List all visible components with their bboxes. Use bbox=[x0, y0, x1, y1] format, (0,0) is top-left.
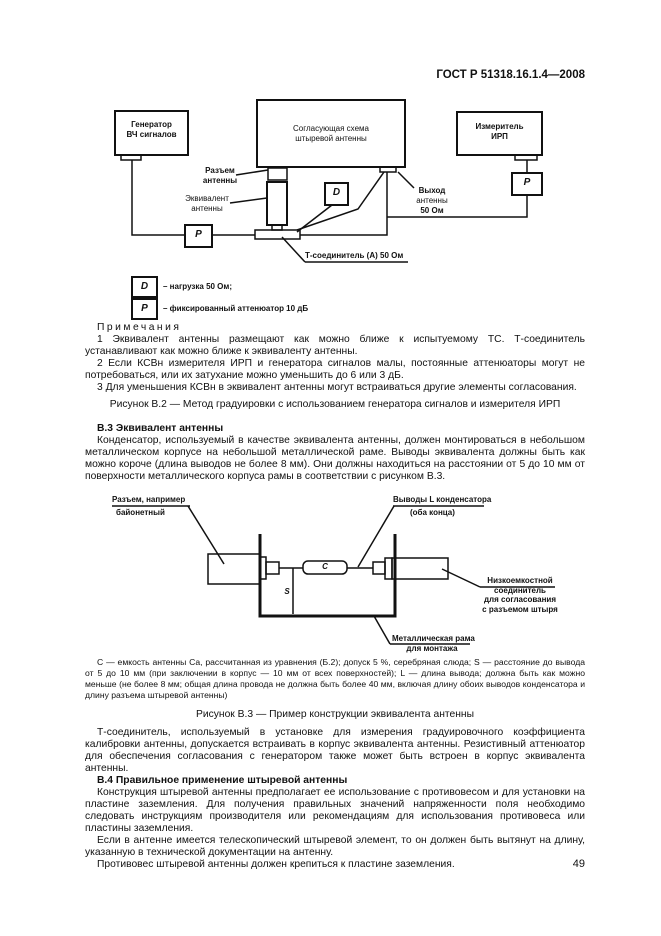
section-b4-paragraph-2: Если в антенне имеется телескопический ш… bbox=[85, 835, 585, 858]
generator-box bbox=[114, 110, 189, 156]
figure-b3-diagram bbox=[112, 505, 555, 645]
figure-b3-caption: Рисунок В.3 — Пример конструкции эквивал… bbox=[195, 709, 475, 720]
leads-label-2: (оба конца) bbox=[410, 508, 455, 517]
meter-box bbox=[456, 111, 543, 156]
attenuator-left bbox=[184, 224, 213, 248]
legend-p-text: – фиксированный аттенюатор 10 дБ bbox=[163, 304, 309, 313]
legend-p-box bbox=[131, 298, 158, 320]
c-symbol: C bbox=[322, 562, 328, 571]
antenna-connector bbox=[267, 167, 288, 181]
notes-title: Примечания bbox=[97, 322, 182, 333]
bnc-connector bbox=[207, 553, 261, 585]
d-symbol: D bbox=[332, 187, 341, 198]
figure-b3: Разъем, например байонетный Выводы L кон… bbox=[85, 491, 585, 657]
section-b4-paragraph-1: Конструкция штыревой антенны предполагае… bbox=[85, 787, 585, 834]
section-b4-heading: В.4 Правильное применение штыревой антен… bbox=[97, 775, 348, 786]
load-d bbox=[324, 182, 349, 206]
note-1: 1 Эквивалент антенны размещают как можно… bbox=[85, 334, 585, 357]
antenna-equivalent bbox=[266, 181, 288, 226]
low-cap-connector bbox=[391, 557, 449, 580]
p-symbol: P bbox=[523, 177, 531, 188]
note-2: 2 Если КСВн измерителя ИРП и генератора … bbox=[85, 358, 585, 381]
page-number: 49 bbox=[572, 858, 585, 870]
t-connector bbox=[254, 229, 301, 240]
section-b3-paragraph: Конденсатор, используемый в качестве экв… bbox=[85, 435, 585, 482]
connector-label-2: байонетный bbox=[116, 508, 165, 517]
metal-frame bbox=[258, 534, 397, 618]
legend-d-box bbox=[131, 276, 158, 298]
note-3: 3 Для уменьшения КСВн в эквивалент антен… bbox=[97, 382, 577, 393]
section-b3-heading: В.3 Эквивалент антенны bbox=[97, 423, 224, 434]
matching-circuit-box bbox=[256, 99, 406, 168]
tee-label: Т-соединитель (А) 50 Ом bbox=[305, 251, 404, 260]
p-symbol: P bbox=[195, 229, 202, 240]
text-column: Примечания 1 Эквивалент антенны размещаю… bbox=[85, 322, 585, 871]
figure-b2-caption: Рисунок В.2 — Метод градуировки с исполь… bbox=[109, 399, 561, 410]
after-b3-paragraph: Т-соединитель, используемый в установке … bbox=[85, 727, 585, 774]
section-b4-paragraph-3: Противовес штыревой антенны должен крепи… bbox=[97, 859, 455, 870]
figure-b2-diagram bbox=[114, 99, 543, 320]
legend-d-symbol: D bbox=[140, 281, 149, 292]
connector-label-1: Разъем, например bbox=[112, 495, 186, 504]
legend-d-text: – нагрузка 50 Ом; bbox=[163, 282, 232, 291]
leads-label-1: Выводы L конденсатора bbox=[393, 495, 492, 504]
document-header: ГОСТ Р 51318.16.1.4—2008 bbox=[436, 69, 585, 81]
legend-p-symbol: P bbox=[141, 303, 148, 314]
figure-b3-legend: C — емкость антенны Ca, рассчитанная из … bbox=[85, 657, 585, 700]
s-symbol: S bbox=[284, 587, 290, 596]
